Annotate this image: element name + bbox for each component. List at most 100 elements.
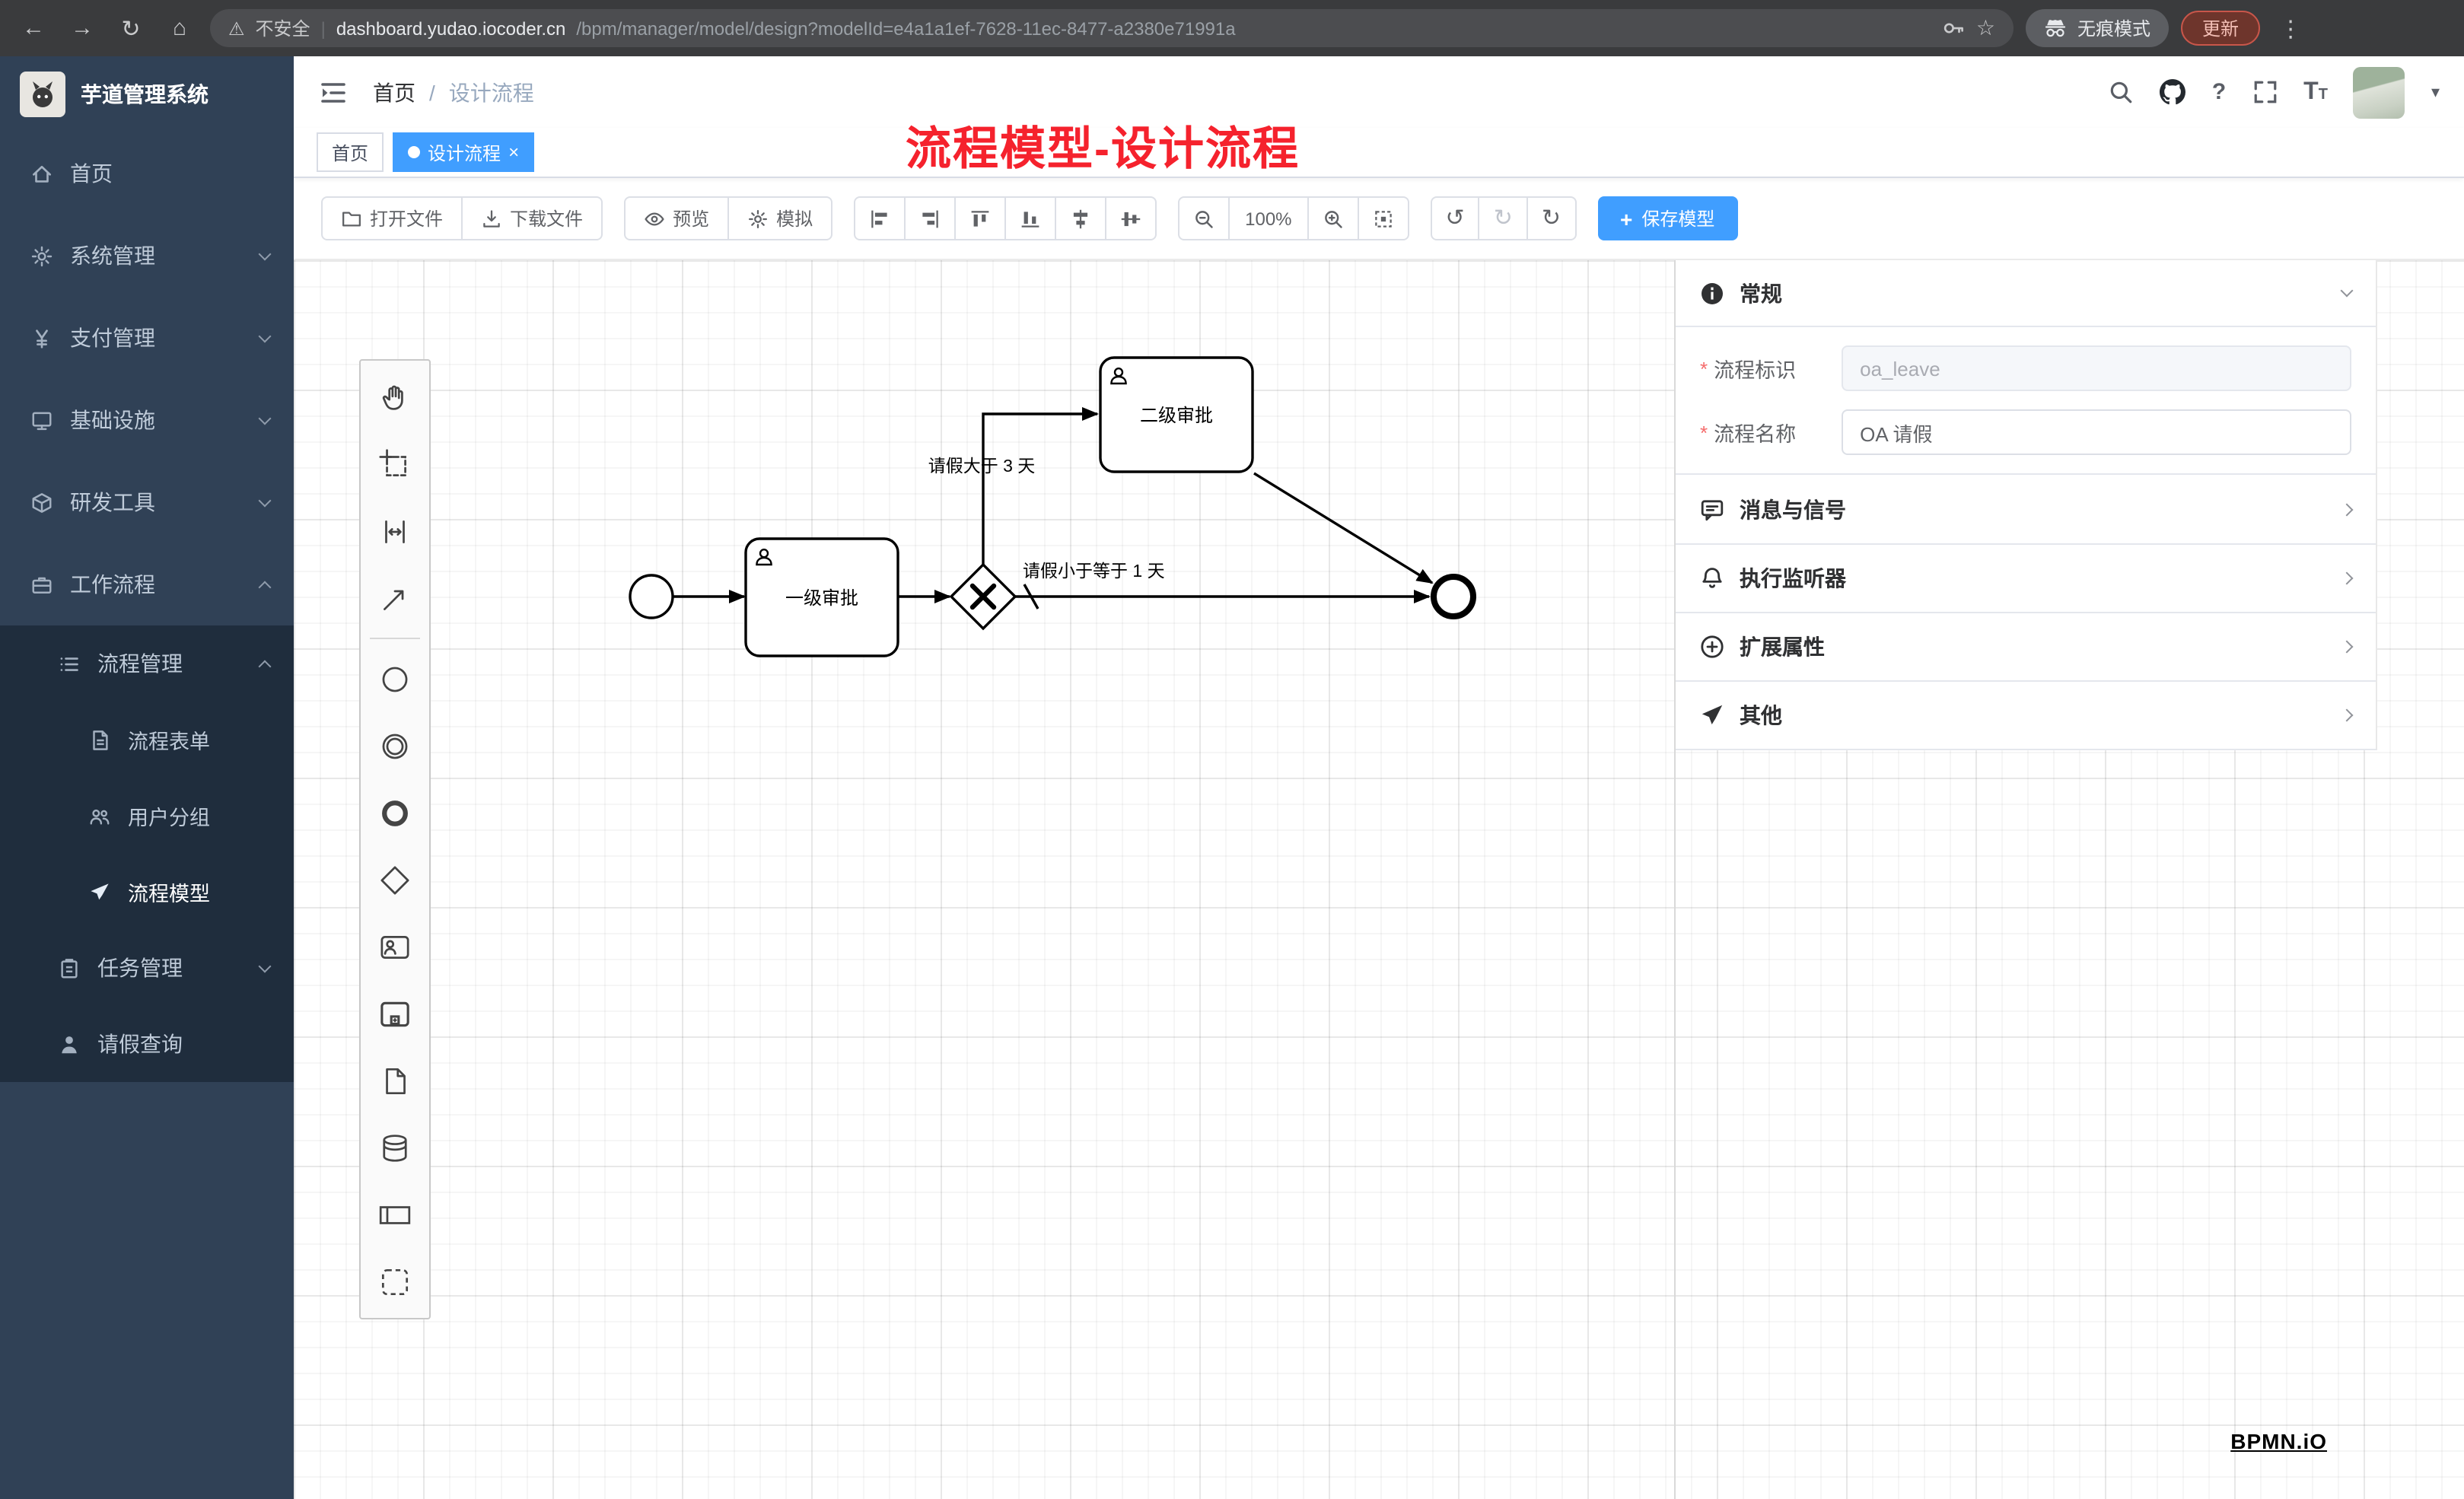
zoom-in-button[interactable] <box>1308 196 1359 240</box>
url-path[interactable]: /bpm/manager/model/design?modelId=e4a1a1… <box>576 18 1236 39</box>
palette-create-user-task[interactable] <box>361 913 429 980</box>
search-icon[interactable] <box>2109 79 2135 105</box>
breadcrumb-home[interactable]: 首页 <box>373 80 415 104</box>
security-label[interactable]: 不安全 <box>255 18 310 40</box>
breadcrumb-separator: / <box>429 80 435 104</box>
sidebar-item-process-management[interactable]: 流程管理 <box>0 625 294 702</box>
align-center-vertical-button[interactable] <box>1106 196 1157 240</box>
call-activity-icon <box>380 1001 409 1026</box>
zoom-out-icon <box>1195 210 1213 228</box>
sidebar-item-label: 研发工具 <box>70 490 155 514</box>
sidebar-item-devtools[interactable]: 研发工具 <box>0 461 294 543</box>
panel-section-general[interactable]: 常规 <box>1676 260 2376 327</box>
palette-space-tool[interactable] <box>361 498 429 565</box>
align-right-button[interactable] <box>906 196 957 240</box>
palette-create-data-store[interactable] <box>361 1114 429 1181</box>
plus-icon: + <box>1620 206 1633 231</box>
browser-home-icon[interactable]: ⌂ <box>172 15 187 41</box>
zoom-reset-button[interactable] <box>1358 196 1409 240</box>
close-icon[interactable]: × <box>508 142 520 163</box>
save-model-button[interactable]: + 保存模型 <box>1597 196 1738 240</box>
process-key-input[interactable] <box>1842 345 2351 391</box>
panel-section-messages[interactable]: 消息与信号 <box>1676 475 2376 543</box>
align-bottom-button[interactable] <box>1006 196 1057 240</box>
download-file-button[interactable]: 下载文件 <box>463 196 603 240</box>
palette-lasso-tool[interactable] <box>361 431 429 498</box>
sidebar-item-label: 工作流程 <box>70 572 155 597</box>
sidebar-item-leave-query[interactable]: 请假查询 <box>0 1006 294 1082</box>
bookmark-star-icon[interactable]: ☆ <box>1975 15 1995 40</box>
palette-create-participant[interactable] <box>361 1181 429 1248</box>
start-event-shape[interactable] <box>629 574 674 619</box>
panel-section-extensions[interactable]: 扩展属性 <box>1676 612 2376 680</box>
align-left-button[interactable] <box>854 196 906 240</box>
avatar-caret-icon[interactable]: ▾ <box>2431 84 2440 102</box>
back-icon[interactable]: ← <box>22 15 45 41</box>
sequence-flow-gt[interactable] <box>982 407 1099 565</box>
preview-button[interactable]: 预览 <box>624 196 730 240</box>
panel-section-other[interactable]: 其他 <box>1676 680 2376 749</box>
align-top-button[interactable] <box>956 196 1007 240</box>
open-file-button[interactable]: 打开文件 <box>321 196 463 240</box>
sidebar-item-workflow[interactable]: 工作流程 <box>0 543 294 625</box>
url-separator: | <box>320 18 326 39</box>
palette-create-intermediate-event[interactable] <box>361 712 429 779</box>
align-center-horizontal-icon <box>1074 208 1088 228</box>
sidebar-item-process-form[interactable]: 流程表单 <box>0 702 294 778</box>
list-icon <box>60 657 78 670</box>
fit-viewport-icon <box>1374 210 1392 227</box>
app-logo[interactable]: 芋道管理系统 <box>0 56 294 132</box>
end-event-shape[interactable] <box>1431 574 1476 619</box>
forward-icon[interactable]: → <box>71 15 94 41</box>
user-task-second-approval[interactable] <box>1099 356 1254 473</box>
sidebar-item-task-management[interactable]: 任务管理 <box>0 930 294 1006</box>
redo-button[interactable]: ↻ <box>1479 196 1528 240</box>
sidebar-item-process-model[interactable]: 流程模型 <box>0 854 294 930</box>
collapse-sidebar-icon[interactable] <box>318 77 349 107</box>
palette-create-end-event[interactable] <box>361 779 429 846</box>
bpmnio-watermark[interactable]: BPMN.iO <box>2230 1429 2327 1453</box>
url-domain[interactable]: dashboard.yudao.iocoder.cn <box>336 18 566 39</box>
sidebar-item-infra[interactable]: 基础设施 <box>0 379 294 461</box>
sidebar-item-label: 首页 <box>70 161 113 186</box>
chevron-right-icon <box>2340 502 2354 516</box>
browser-menu-kebab-icon[interactable]: ⋮ <box>2279 16 2303 42</box>
condition-label-lte[interactable]: 请假小于等于 1 天 <box>1023 561 1165 581</box>
bpmn-canvas[interactable]: 一级审批 请假大于 3 天 <box>294 260 2464 1499</box>
sidebar-item-home[interactable]: 首页 <box>0 132 294 215</box>
process-name-input[interactable] <box>1842 409 2351 455</box>
reload-icon[interactable]: ↻ <box>121 16 141 42</box>
align-center-horizontal-button[interactable] <box>1056 196 1107 240</box>
avatar[interactable] <box>2353 66 2405 118</box>
help-icon[interactable]: ? <box>2211 79 2227 105</box>
properties-panel: 常规 * 流程标识 * 流程名称 <box>1674 260 2464 1499</box>
palette-create-data-object[interactable] <box>361 1047 429 1114</box>
tab-design-process[interactable]: 设计流程 × <box>393 132 535 172</box>
sidebar-item-system[interactable]: 系统管理 <box>0 215 294 297</box>
tab-home[interactable]: 首页 <box>317 132 384 172</box>
zoom-out-button[interactable] <box>1178 196 1230 240</box>
sidebar-item-user-group[interactable]: 用户分组 <box>0 778 294 854</box>
panel-section-listeners[interactable]: 执行监听器 <box>1676 543 2376 612</box>
palette-create-start-event[interactable] <box>361 645 429 712</box>
github-icon[interactable] <box>2160 79 2186 105</box>
key-icon[interactable] <box>1943 17 1966 40</box>
sidebar-item-payment[interactable]: 支付管理 <box>0 297 294 379</box>
undo-button[interactable]: ↺ <box>1430 196 1480 240</box>
fullscreen-icon[interactable] <box>2252 79 2278 105</box>
sequence-flow[interactable] <box>1253 472 1434 584</box>
palette-create-group[interactable] <box>361 1248 429 1315</box>
update-button[interactable]: 更新 <box>2181 11 2261 46</box>
simulate-button[interactable]: 模拟 <box>729 196 833 240</box>
palette-hand-tool[interactable] <box>361 364 429 431</box>
condition-label-gt[interactable]: 请假大于 3 天 <box>928 456 1036 476</box>
required-marker: * <box>1700 421 1708 444</box>
palette-create-call-activity[interactable] <box>361 980 429 1047</box>
bpmn-diagram[interactable]: 一级审批 请假大于 3 天 <box>294 260 2464 1499</box>
palette-global-connect-tool[interactable] <box>361 565 429 632</box>
palette-create-gateway[interactable] <box>361 846 429 913</box>
address-bar[interactable]: ⚠ 不安全 | dashboard.yudao.iocoder.cn/bpm/m… <box>210 9 2014 47</box>
restart-button[interactable]: ↻ <box>1527 196 1576 240</box>
